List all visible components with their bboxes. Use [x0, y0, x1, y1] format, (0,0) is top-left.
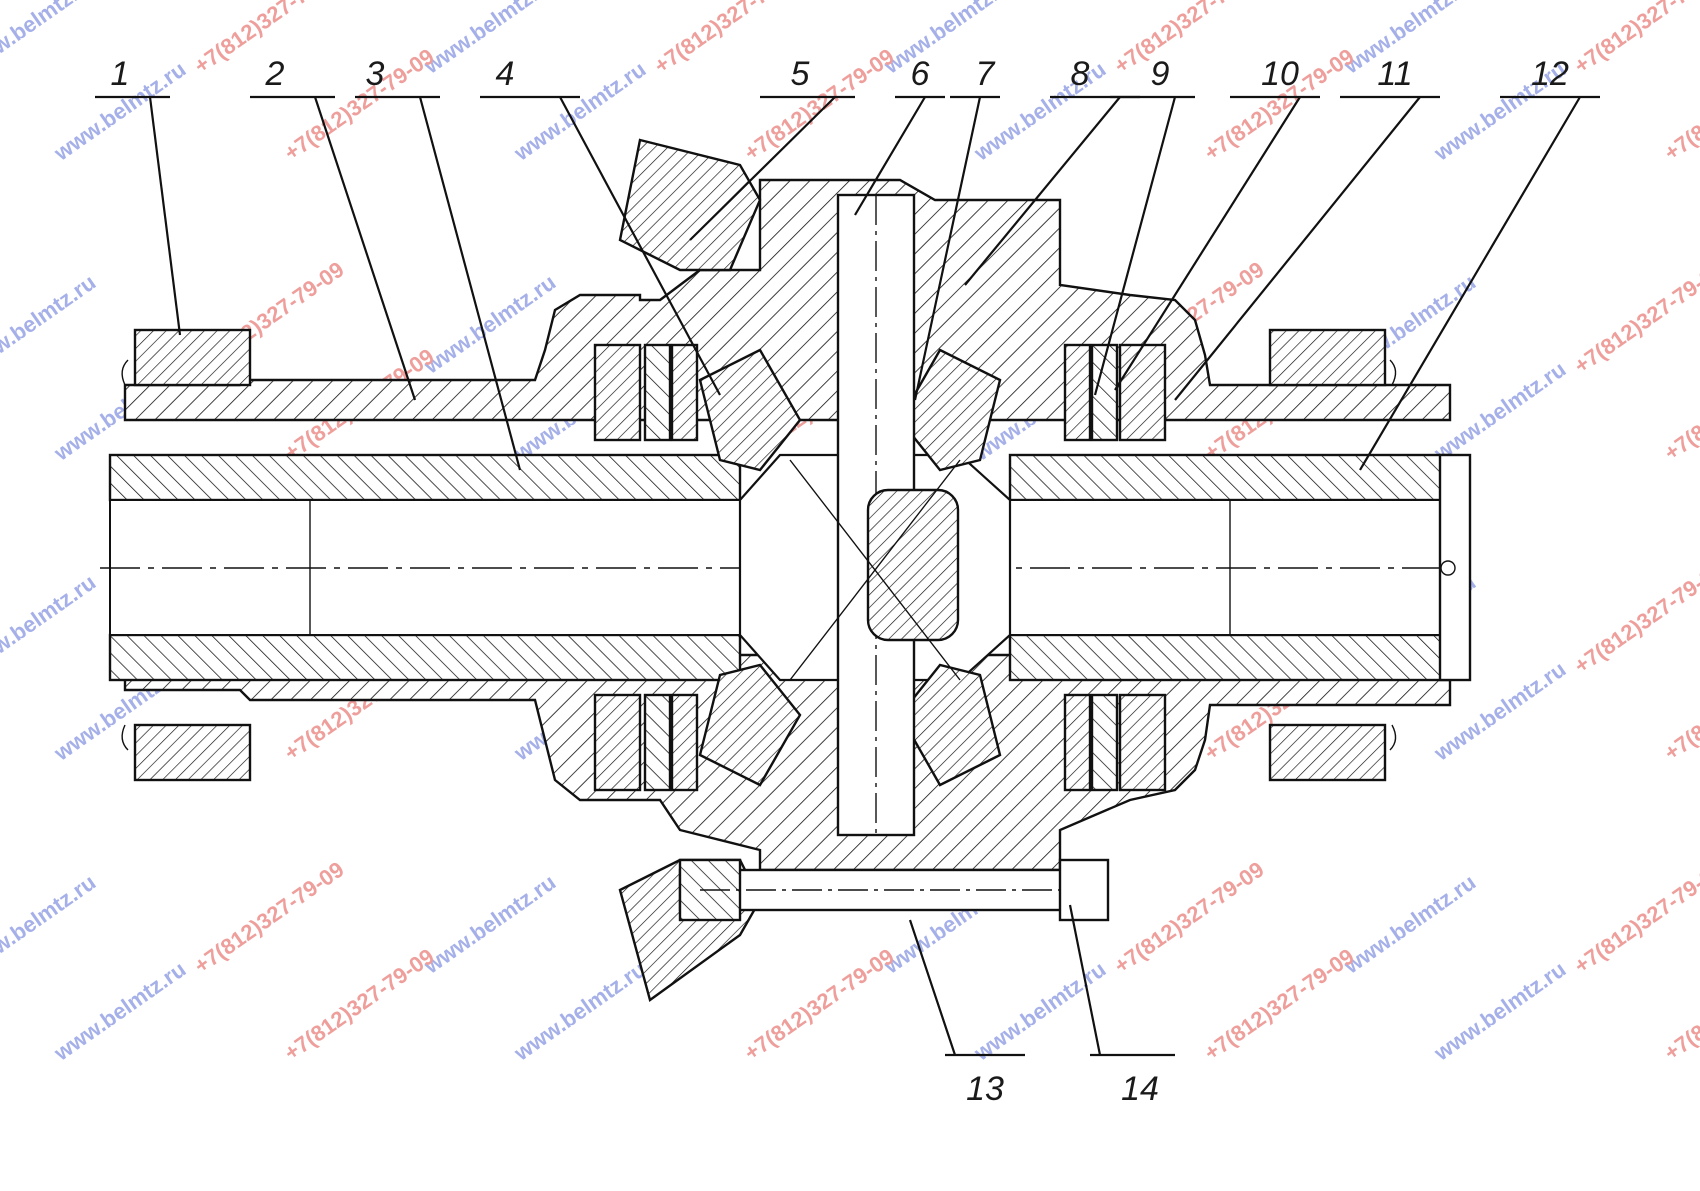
right-friction-pack-upper: [1063, 343, 1167, 442]
leader-line-5: [689, 96, 836, 241]
watermark-text: +7(812)327-79-09: [189, 857, 348, 979]
callout-label-1: 1: [111, 55, 130, 93]
watermark-text: +7(812)327-79-09: [1659, 644, 1700, 766]
left-bearing-lower: [121, 723, 252, 782]
watermark-text: www.belmtz.ru: [419, 869, 561, 979]
leader-line-8: [964, 96, 1121, 286]
left-side-gear-lower: [698, 663, 802, 787]
leader-line-2: [313, 96, 417, 401]
callout-label-10: 10: [1261, 55, 1299, 93]
callout-label-14: 14: [1121, 1070, 1159, 1108]
leader-line-3: [418, 96, 522, 471]
right-shaft-upper-wall: [1008, 453, 1452, 502]
watermark-text: www.belmtz.ru: [0, 869, 100, 979]
left-hub-lower: [123, 653, 1452, 872]
left-side-gear: [698, 348, 802, 472]
watermark-text: +7(812)327-79-09: [649, 0, 808, 79]
leader-line-1: [148, 96, 182, 336]
right-side-gear-lower: [898, 663, 1002, 787]
watermark-text: www.belmtz.ru: [0, 269, 100, 379]
leader-line-14: [1068, 904, 1102, 1056]
watermark-text: www.belmtz.ru: [419, 0, 561, 79]
watermark-text: www.belmtz.ru: [49, 956, 191, 1066]
callout-label-13: 13: [966, 1070, 1004, 1108]
callout-label-4: 4: [496, 55, 515, 93]
differential-assembly: [100, 138, 1472, 1002]
driven-gear-tooth-upper: [618, 138, 762, 272]
right-bearing-upper: [1268, 328, 1397, 387]
left-shaft-upper-wall: [108, 453, 742, 502]
leader-line-4: [559, 96, 721, 396]
right-shaft-lower-wall: [1008, 633, 1452, 682]
watermark-text: +7(812)327-79-09: [279, 44, 438, 166]
leader-line-11: [1174, 96, 1421, 401]
left-bearing-upper: [121, 328, 252, 387]
watermark-text: www.belmtz.ru: [419, 269, 561, 379]
callout-label-12: 12: [1531, 55, 1569, 93]
watermark-text: +7(812)327-79-09: [739, 44, 898, 166]
callout-label-5: 5: [791, 55, 810, 93]
watermark-text: www.belmtz.ru: [879, 0, 1021, 79]
leader-line-12: [1359, 96, 1581, 471]
left-shaft-lower-wall: [108, 633, 742, 682]
callout-label-9: 9: [1151, 55, 1170, 93]
watermark-text: +7(812)327-79-09: [1659, 44, 1700, 166]
watermark-text: www.belmtz.ru: [1429, 956, 1571, 1066]
left-friction-pack-upper: [593, 343, 699, 442]
watermark-text: www.belmtz.ru: [0, 0, 100, 79]
callout-label-2: 2: [265, 55, 285, 93]
watermark-text: +7(812)327-79-09: [1109, 0, 1268, 79]
watermark-text: +7(812)327-79-09: [1199, 944, 1358, 1066]
watermark-text: www.belmtz.ru: [509, 56, 651, 166]
watermark-text: +7(812)327-79-09: [1569, 257, 1700, 379]
watermark-text: www.belmtz.ru: [969, 956, 1111, 1066]
watermark-text: +7(812)327-79-09: [1659, 944, 1700, 1066]
callout-label-3: 3: [366, 55, 385, 93]
leader-line-7: [913, 96, 982, 401]
callout-label-6: 6: [911, 55, 930, 93]
watermark-text: +7(812)327-79-09: [1569, 857, 1700, 979]
watermark-text: +7(812)327-79-09: [1569, 0, 1700, 79]
left-hub-upper: [123, 178, 1452, 422]
left-friction-pack-lower: [593, 693, 699, 792]
watermark-text: +7(812)327-79-09: [1659, 344, 1700, 466]
watermark-text: www.belmtz.ru: [1339, 869, 1481, 979]
callout-label-11: 11: [1377, 55, 1412, 93]
watermark-text: +7(812)327-79-09: [279, 944, 438, 1066]
leader-line-10: [1114, 96, 1301, 391]
watermark-text: www.belmtz.ru: [509, 956, 651, 1066]
watermark-text: +7(812)327-79-09: [1569, 557, 1700, 679]
leader-line-6: [854, 96, 926, 216]
watermark-text: +7(812)327-79-09: [739, 944, 898, 1066]
leader-line-9: [1093, 96, 1177, 396]
satellite-block: [866, 488, 960, 642]
callout-label-7: 7: [976, 55, 996, 93]
right-friction-pack-lower: [1063, 693, 1167, 792]
leader-lines: [95, 95, 1600, 1057]
callout-label-8: 8: [1071, 55, 1090, 93]
right-bearing-lower: [1268, 723, 1397, 782]
nut-14: [1058, 858, 1110, 922]
watermark-text: +7(812)327-79-09: [1109, 857, 1268, 979]
watermark-text: www.belmtz.ru: [0, 569, 100, 679]
leader-line-13: [908, 919, 957, 1056]
right-side-gear: [898, 348, 1002, 472]
